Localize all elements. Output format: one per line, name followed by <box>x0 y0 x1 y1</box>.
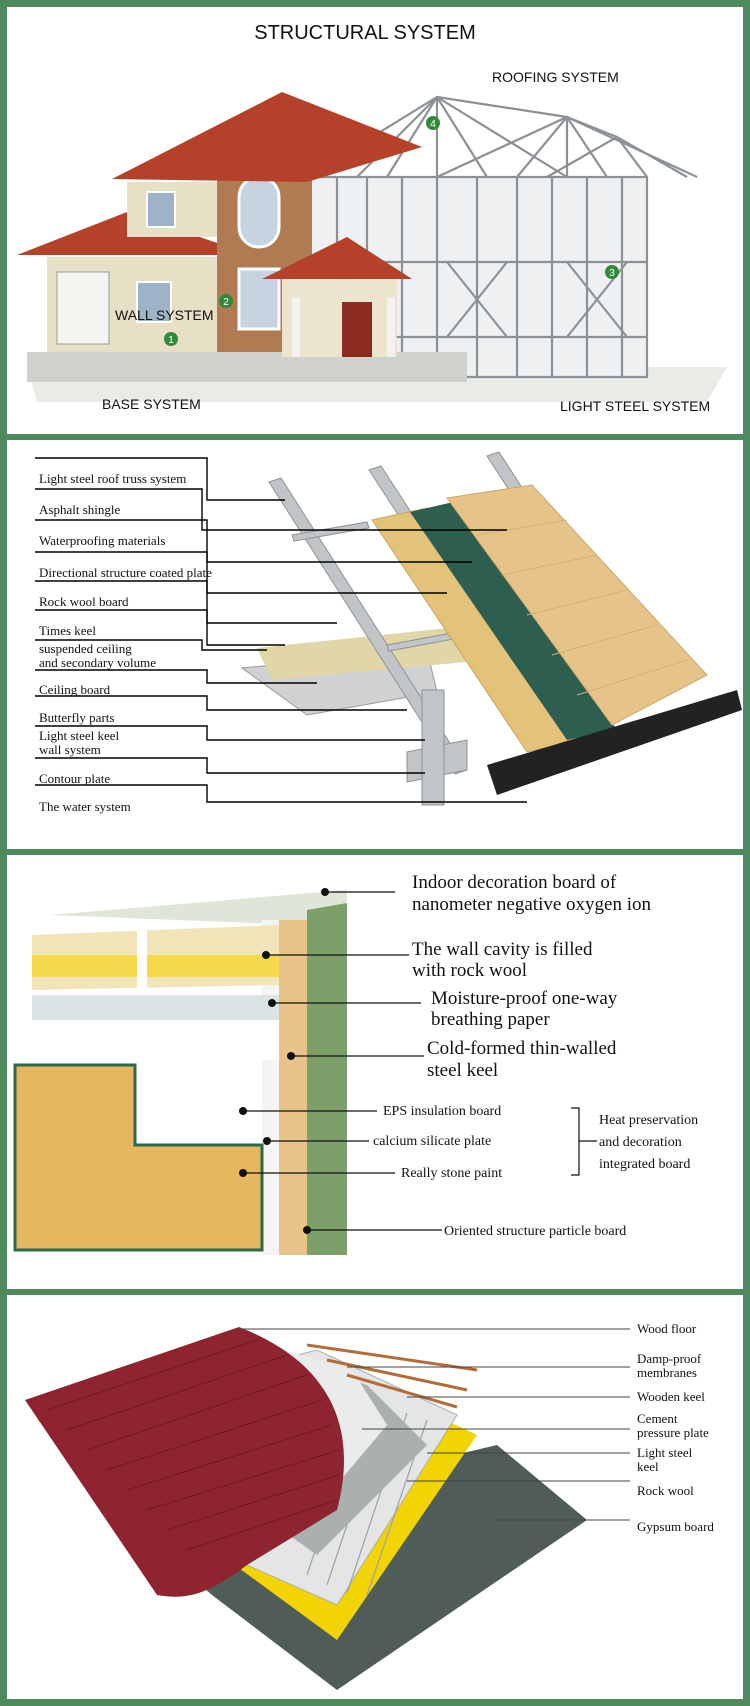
label-cement-2: pressure plate <box>637 1425 709 1440</box>
waterproof-layer <box>410 500 617 740</box>
label-damp-proof-2: membranes <box>637 1365 697 1380</box>
label-contour-plate: Contour plate <box>39 771 110 786</box>
structural-system-illustration: 1 2 3 4 STRUCTURAL SYSTEM ROOFING SYSTEM… <box>17 22 727 414</box>
stone-paint-layer <box>13 1063 264 1252</box>
label-indoor-board-2: nanometer negative oxygen ion <box>412 894 652 915</box>
label-times-keel: Times keel <box>39 623 96 638</box>
shingle-layer <box>446 484 708 726</box>
floor-section-panel: Wood floor Damp-proof membranes Wooden k… <box>7 1295 743 1699</box>
floor-section-illustration: Wood floor Damp-proof membranes Wooden k… <box>25 1321 714 1690</box>
label-suspended-ceiling-1: suspended ceiling <box>39 641 132 656</box>
wall-section-panel: Indoor decoration board of nanometer neg… <box>7 855 743 1289</box>
label-waterproofing: Waterproofing materials <box>39 533 165 548</box>
gutter <box>487 690 742 795</box>
label-light-steel-keel-1: Light steel keel <box>39 728 120 743</box>
label-breathing-paper-1: Moisture-proof one-way <box>431 988 618 1009</box>
light-steel-system-label: LIGHT STEEL SYSTEM <box>560 398 710 414</box>
label-steel-keel-1: Cold-formed thin-walled <box>427 1038 617 1059</box>
label-heat-preservation-2: and decoration <box>599 1135 682 1150</box>
svg-text:4: 4 <box>430 119 436 130</box>
wood-floor-layer <box>25 1327 344 1597</box>
label-wooden-keel: Wooden keel <box>637 1389 705 1404</box>
label-steel-keel-2: steel keel <box>427 1060 498 1081</box>
floor-leader-lines <box>239 1328 630 1521</box>
label-calcium-plate: calcium silicate plate <box>373 1134 491 1149</box>
svg-text:1: 1 <box>168 335 174 346</box>
wall-section-illustration: Indoor decoration board of nanometer neg… <box>13 872 698 1255</box>
label-directional-plate: Directional structure coated plate <box>39 565 212 580</box>
label-roof-truss: Light steel roof truss system <box>39 471 186 486</box>
label-wall-cavity-1: The wall cavity is filled <box>412 939 593 960</box>
label-breathing-paper-2: breathing paper <box>431 1009 550 1030</box>
label-osb-board: Oriented structure particle board <box>444 1224 626 1239</box>
wall-stud <box>421 689 445 806</box>
label-ceiling-board: Ceiling board <box>39 682 111 697</box>
label-asphalt-shingle: Asphalt shingle <box>39 502 120 517</box>
label-light-steel-keel-2: keel <box>637 1459 659 1474</box>
base-slab <box>27 352 467 382</box>
marker-4: 4 <box>426 116 440 130</box>
wall-system-label: WALL SYSTEM <box>115 307 214 323</box>
finished-house <box>17 92 422 357</box>
marker-1: 1 <box>164 332 178 346</box>
label-wall-cavity-2: with rock wool <box>412 960 527 981</box>
base-system-label: BASE SYSTEM <box>102 396 201 412</box>
wooden-keels <box>306 1343 478 1409</box>
label-indoor-board-1: Indoor decoration board of <box>412 872 617 893</box>
breathing-paper-layer <box>32 995 279 1020</box>
structural-system-panel: 1 2 3 4 STRUCTURAL SYSTEM ROOFING SYSTEM… <box>7 7 743 434</box>
label-rock-wool: Rock wool <box>637 1483 694 1498</box>
marker-2: 2 <box>219 294 233 308</box>
marker-3: 3 <box>605 265 619 279</box>
label-heat-preservation-1: Heat preservation <box>599 1113 698 1128</box>
label-butterfly-parts: Butterfly parts <box>39 710 114 725</box>
label-suspended-ceiling-2: and secondary volume <box>39 655 156 670</box>
label-cement-1: Cement <box>637 1411 678 1426</box>
osb-board-layer <box>279 920 307 1255</box>
wall-leader-lines <box>243 891 597 1231</box>
label-stone-paint: Really stone paint <box>401 1166 502 1181</box>
structural-system-title: STRUCTURAL SYSTEM <box>254 22 476 44</box>
label-gypsum-board: Gypsum board <box>637 1519 714 1534</box>
roof-leader-lines <box>35 457 527 803</box>
label-damp-proof-1: Damp-proof <box>637 1351 702 1366</box>
label-water-system: The water system <box>39 799 131 814</box>
roof-section-illustration: Light steel roof truss system Asphalt sh… <box>35 451 742 814</box>
roofing-system-label: ROOFING SYSTEM <box>492 69 619 85</box>
svg-text:3: 3 <box>609 268 615 279</box>
label-light-steel-keel-2: wall system <box>39 742 101 757</box>
label-wood-floor: Wood floor <box>637 1321 697 1336</box>
label-heat-preservation-3: integrated board <box>599 1157 690 1172</box>
label-eps-board: EPS insulation board <box>383 1104 501 1119</box>
svg-text:2: 2 <box>223 297 229 308</box>
label-light-steel-keel-1: Light steel <box>637 1445 693 1460</box>
roof-section-panel: Light steel roof truss system Asphalt sh… <box>7 440 743 849</box>
label-rock-wool-board: Rock wool board <box>39 594 129 609</box>
